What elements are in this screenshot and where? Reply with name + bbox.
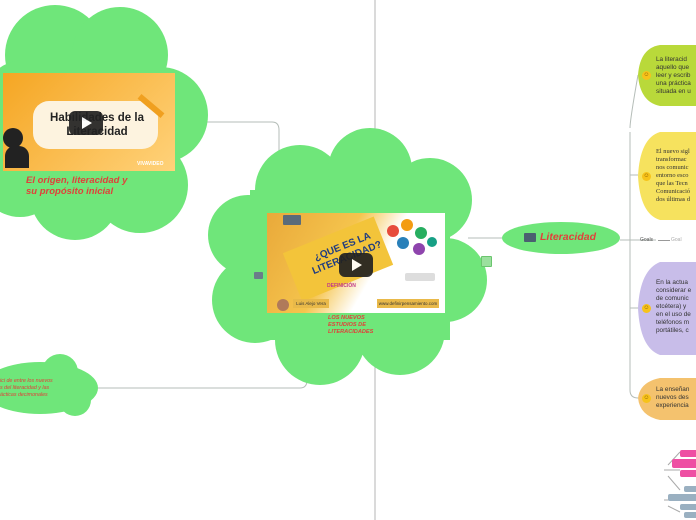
link-label-right: Goal	[671, 237, 682, 243]
avatar	[277, 299, 289, 311]
connector-bottom-left	[95, 345, 308, 389]
note-icon[interactable]	[254, 272, 263, 279]
left-video-thumbnail[interactable]: Habilidades de la Literacidad VIVAVIDEO	[3, 73, 175, 171]
right-node-2-text[interactable]: El nuevo sigl transformac nos comunic en…	[656, 148, 691, 203]
laptop-icon	[283, 215, 301, 225]
book-icon	[405, 273, 435, 281]
tech-icons-cluster	[387, 219, 439, 265]
center-video-ribbon: DEFINICIÓN	[327, 283, 356, 289]
right-node-4-text[interactable]: La enseñan nuevos des experiencia	[656, 386, 690, 409]
right-node-4-shape	[638, 378, 696, 420]
center-video-left-tag: Luis Alejo Vera	[293, 299, 329, 308]
list-icon[interactable]	[481, 256, 492, 267]
connector-bottom-right	[664, 451, 681, 513]
play-icon[interactable]	[339, 253, 373, 277]
connector-right-1	[629, 74, 639, 129]
center-video-right-tag: www.definirpensamiento.com	[377, 299, 439, 308]
right-node-2-shape	[638, 132, 696, 220]
link-line	[658, 240, 670, 241]
speaker-silhouette-icon	[3, 128, 29, 168]
bottom-left-node-line3: ácticas decimonales	[0, 392, 48, 398]
note-icon[interactable]	[524, 233, 536, 242]
bottom-left-cloud-node	[0, 354, 98, 416]
right-node-1-text[interactable]: La literacid aquello que leer y escrib u…	[656, 56, 691, 95]
bottom-left-node-text[interactable]: ici de entre los nuevos s del literacida…	[0, 378, 53, 399]
center-video-caption: LOS NUEVOS ESTUDIOS DE LITERACIDADES	[328, 315, 373, 336]
bottom-left-node-line2: s del literacidad y las	[0, 385, 50, 391]
link-label-left: Goals	[640, 237, 654, 243]
right-node-3-text[interactable]: En la actua considerar e de comunic etcé…	[656, 279, 692, 334]
bottom-right-stack	[668, 450, 696, 518]
connector-left-video	[200, 121, 280, 190]
left-video-caption-line2: su propósito inicial	[26, 186, 114, 197]
center-video-caption-line2: ESTUDIOS DE	[328, 322, 366, 328]
bottom-left-node-line1: ici de entre los nuevos	[0, 378, 53, 384]
connectors	[95, 74, 681, 513]
left-video-caption: El origen, literacidad y su propósito in…	[26, 175, 127, 197]
right-node-1-shape	[638, 45, 696, 106]
right-node-3-shape	[638, 262, 696, 355]
left-video-caption-line1: El origen, literacidad y	[26, 175, 128, 186]
central-topic-label[interactable]: Literacidad	[540, 231, 597, 243]
smiley-icon: ☺	[642, 394, 651, 403]
smiley-icon: ☺	[642, 304, 651, 313]
smiley-icon: ☺	[642, 71, 651, 80]
smiley-icon: ☺	[642, 172, 651, 181]
connector-right-trunk	[629, 132, 639, 399]
left-video-brand: VIVAVIDEO	[137, 161, 164, 167]
center-video-thumbnail[interactable]: ¿QUE ES LA LITERACIDAD? DEFINICIÓN Luis …	[267, 213, 445, 313]
central-topic-shape	[502, 222, 620, 254]
center-video-caption-line3: LITERACIDADES	[328, 329, 374, 335]
center-video-caption-line1: LOS NUEVOS	[328, 315, 365, 321]
play-icon[interactable]	[69, 111, 103, 135]
